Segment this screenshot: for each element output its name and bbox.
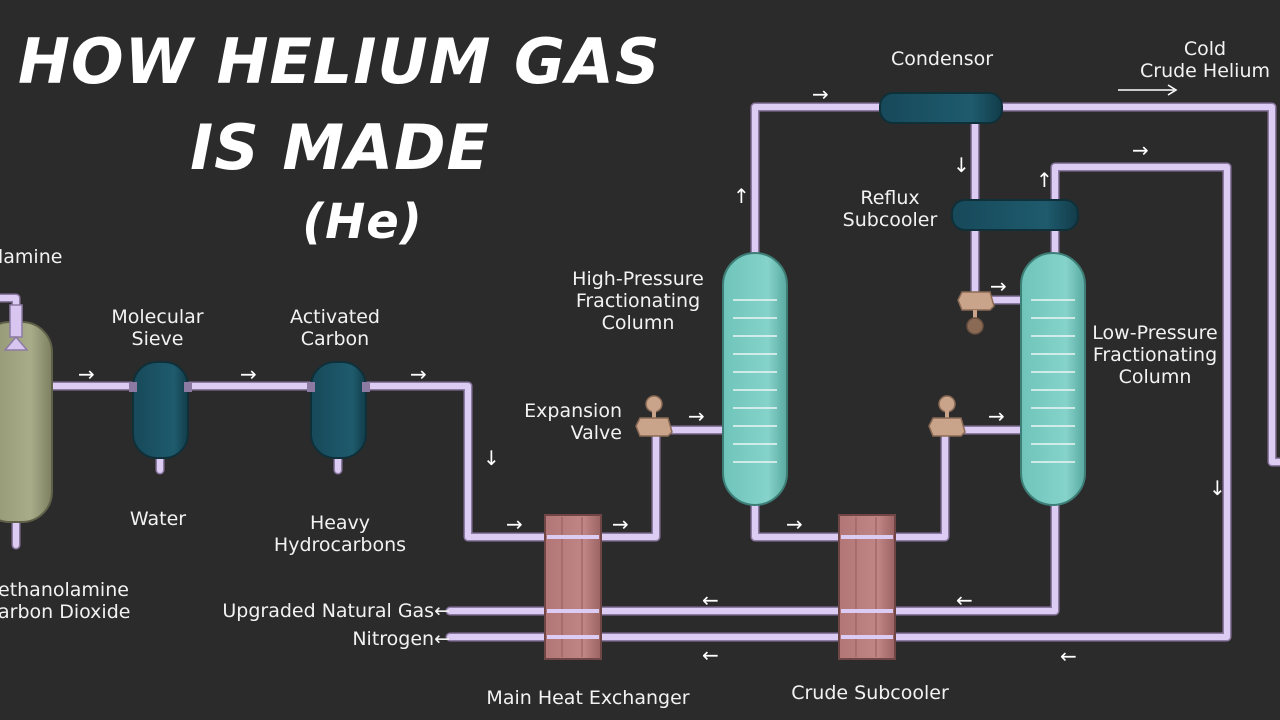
condensor-vessel bbox=[879, 92, 1003, 124]
label-nitrogen: Nitrogen← bbox=[352, 628, 450, 650]
label-hp-line2: Fractionating bbox=[575, 290, 701, 312]
flow-arrow-up-hp: ↑ bbox=[733, 184, 750, 208]
label-heavy-line1: Heavy bbox=[309, 512, 371, 534]
label-activated-carbon-line1: Activated bbox=[290, 306, 380, 328]
expansion-valve-1 bbox=[635, 395, 673, 437]
main-heat-exchanger bbox=[544, 514, 602, 660]
label-expansion-line2: Valve bbox=[570, 422, 622, 444]
activated-carbon-vessel bbox=[307, 361, 370, 459]
flow-arrow-left-2: ← bbox=[956, 588, 973, 612]
flow-arrow-right-top: → bbox=[812, 82, 829, 106]
label-cold-crude-helium: Cold Crude Helium bbox=[1130, 38, 1280, 82]
label-main-heat-exchanger: Main Heat Exchanger bbox=[486, 687, 690, 709]
label-water: Water bbox=[129, 508, 187, 530]
flow-arrow-right-4: → bbox=[506, 512, 523, 536]
cold-helium-outlet-arrow bbox=[1118, 84, 1178, 96]
label-activated-carbon-line2: Carbon bbox=[300, 328, 370, 350]
label-high-pressure-column: High-Pressure Fractionating Column bbox=[568, 268, 708, 334]
amine-contactor bbox=[0, 304, 53, 523]
label-low-pressure-column: Low-Pressure Fractionating Column bbox=[1085, 322, 1225, 388]
hp-column-trays bbox=[733, 299, 777, 463]
flow-arrow-down-condensor: ↓ bbox=[953, 153, 970, 177]
pipe-subcooler-to-valve bbox=[887, 425, 950, 542]
label-amine-bottom-2: arbon Dioxide bbox=[0, 601, 131, 623]
flow-arrow-right-2: → bbox=[240, 362, 257, 386]
label-crude-subcooler: Crude Subcooler bbox=[791, 682, 949, 704]
label-upgraded-natural-gas: Upgraded Natural Gas← bbox=[222, 600, 450, 622]
label-hp-line1: High-Pressure bbox=[572, 268, 704, 290]
flow-arrow-down-feed: ↓ bbox=[483, 446, 500, 470]
flow-arrow-right-7: → bbox=[786, 512, 803, 536]
flow-arrow-down-recycle: ↓ bbox=[1209, 476, 1226, 500]
flow-arrow-right-valve3: → bbox=[990, 274, 1007, 298]
label-condensor: Condensor bbox=[890, 48, 994, 70]
label-heavy-hydrocarbons: Heavy Hydrocarbons bbox=[270, 512, 410, 556]
flow-arrow-right-5: → bbox=[612, 512, 629, 536]
flow-arrow-left-1: ← bbox=[702, 588, 719, 612]
label-cold-line1: Cold bbox=[1183, 38, 1227, 60]
label-expansion-line1: Expansion bbox=[524, 400, 622, 422]
high-pressure-column bbox=[722, 252, 788, 506]
pipes bbox=[0, 102, 1280, 642]
flow-arrow-right-1: → bbox=[78, 362, 95, 386]
label-amine-top: lamine bbox=[0, 246, 63, 268]
label-reflux-subcooler: Reflux Subcooler bbox=[834, 187, 946, 231]
flow-arrow-right-6: → bbox=[688, 404, 705, 428]
label-cold-line2: Crude Helium bbox=[1140, 60, 1270, 82]
flow-arrow-left-4: ← bbox=[1060, 644, 1077, 668]
label-expansion-valve: Expansion Valve bbox=[522, 400, 622, 444]
flow-arrow-left-3: ← bbox=[702, 643, 719, 667]
pipe-hp-top-to-condensor bbox=[750, 102, 887, 263]
label-reflux-line2: Subcooler bbox=[842, 209, 938, 231]
label-molecular-sieve: Molecular Sieve bbox=[100, 306, 215, 350]
reflux-subcooler-vessel bbox=[951, 199, 1079, 231]
label-molecular-sieve-line2: Sieve bbox=[131, 328, 184, 350]
label-molecular-sieve-line1: Molecular bbox=[111, 306, 204, 328]
title-line-1: HOW HELIUM GAS bbox=[18, 25, 661, 98]
molecular-sieve-vessel bbox=[129, 361, 192, 459]
flow-arrow-up-lp: ↑ bbox=[1036, 168, 1053, 192]
flow-arrow-right-8: → bbox=[988, 404, 1005, 428]
label-lp-line1: Low-Pressure bbox=[1092, 322, 1218, 344]
expansion-valve-3 bbox=[957, 291, 995, 335]
flow-arrow-right-lp-top: → bbox=[1132, 138, 1149, 162]
label-reflux-line1: Reflux bbox=[860, 187, 920, 209]
label-heavy-line2: Hydrocarbons bbox=[273, 534, 407, 556]
flow-arrow-right-3: → bbox=[410, 362, 427, 386]
label-lp-line2: Fractionating bbox=[1092, 344, 1218, 366]
label-activated-carbon: Activated Carbon bbox=[280, 306, 390, 350]
title-line-2: IS MADE bbox=[190, 111, 490, 184]
label-hp-line3: Column bbox=[601, 312, 675, 334]
crude-subcooler bbox=[838, 514, 896, 660]
label-amine-bottom-1: ethanolamine bbox=[0, 579, 129, 601]
title-line-3: (He) bbox=[302, 194, 423, 250]
label-lp-line3: Column bbox=[1118, 366, 1192, 388]
lp-column-trays bbox=[1031, 299, 1075, 463]
expansion-valve-2 bbox=[928, 395, 966, 437]
low-pressure-column bbox=[1020, 252, 1086, 506]
